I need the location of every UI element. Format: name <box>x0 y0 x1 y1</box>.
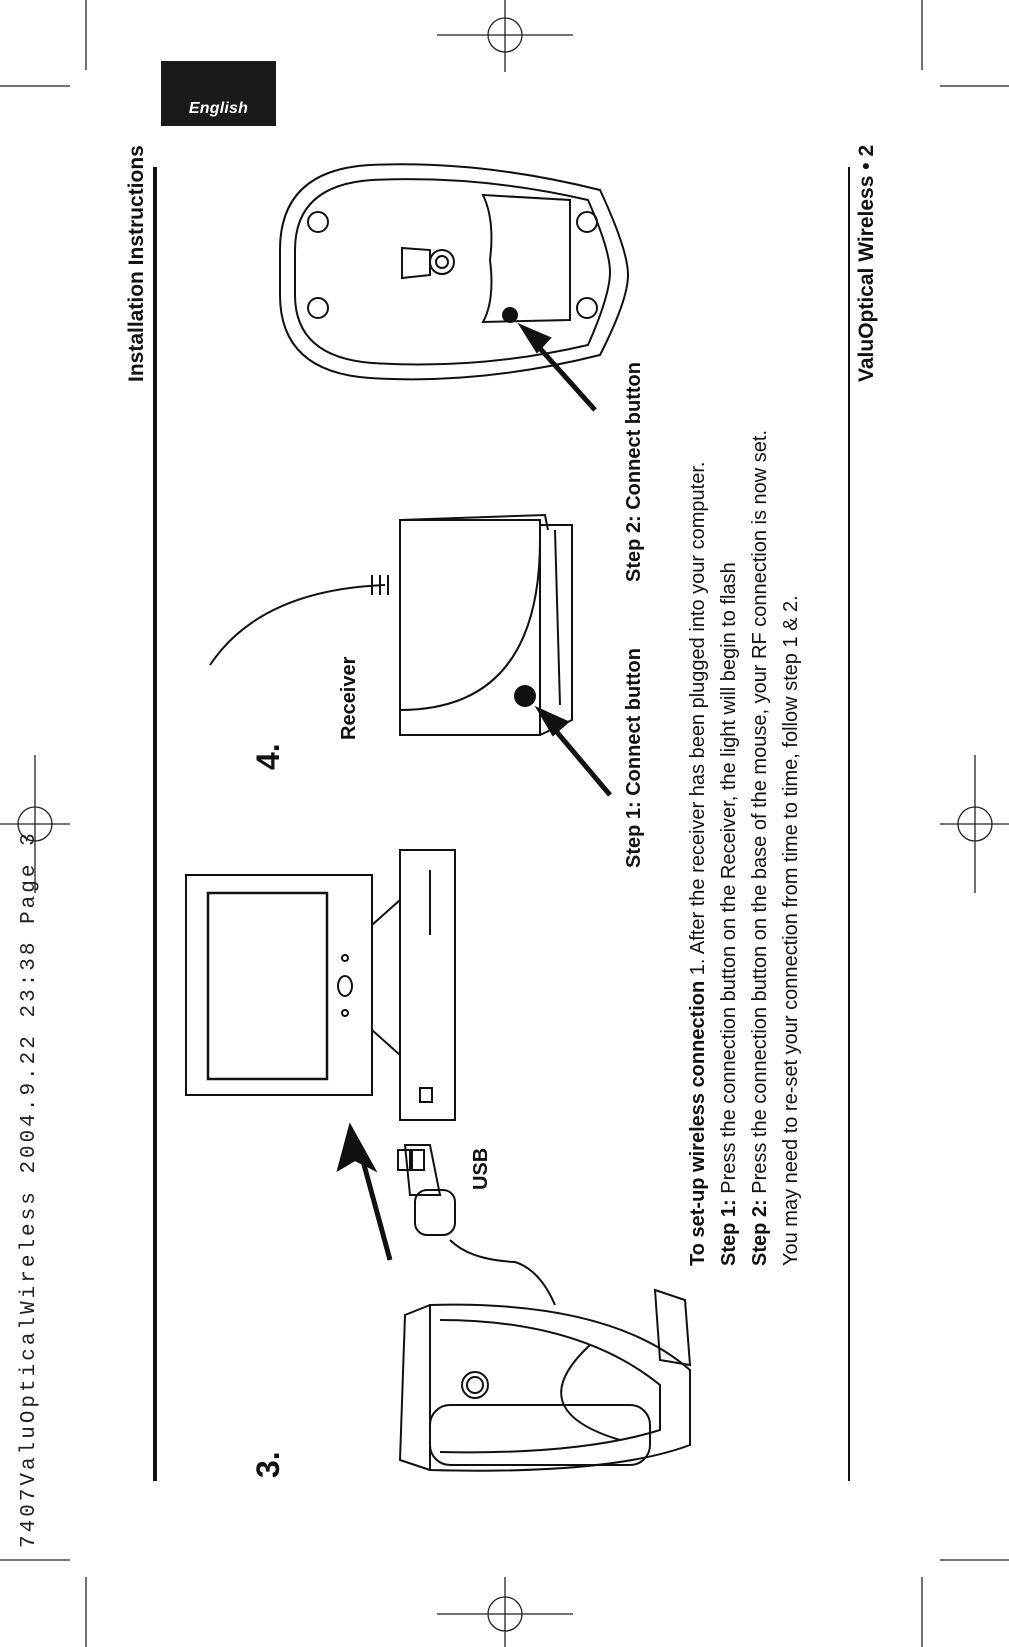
instructions-line-1-text: 1. After the receiver has been plugged i… <box>687 461 709 981</box>
footer-product: ValuOptical Wireless <box>855 175 878 382</box>
instructions-paragraph: To set-up wireless connection 1. After t… <box>683 430 807 1266</box>
print-slug: 7407ValuOpticalWireless 2004.9.22 23:38 … <box>18 830 41 1548</box>
page-footer: ValuOptical Wireless • 2 <box>855 145 879 382</box>
header-rule <box>153 167 157 1481</box>
footer-separator: • <box>855 162 878 170</box>
page-header-title: Installation Instructions <box>125 145 148 382</box>
instructions-line-4: You may need to re-set your connection f… <box>780 595 802 1266</box>
mouse-drawing <box>279 163 630 412</box>
step-1-label: Step 1: <box>718 1199 740 1266</box>
language-tab: English <box>161 61 276 126</box>
instructions-line-2: Step 1: Press the connection button on t… <box>714 430 745 1266</box>
receiver-drawing-3 <box>336 1122 692 1472</box>
instructions-line-2-text: Press the connection button on the Recei… <box>718 562 740 1200</box>
instructions-line-3-text: Press the connection button on the base … <box>749 429 771 1200</box>
step-2-callout: Step 2: Connect button <box>623 362 645 582</box>
step-2-label: Step 2: <box>749 1199 771 1266</box>
instructions-line-1: To set-up wireless connection 1. After t… <box>683 430 714 1266</box>
mouse-connect-button-dot <box>502 307 518 323</box>
footer-rule <box>848 167 850 1481</box>
footer-page-number: 2 <box>855 144 878 157</box>
receiver-label: Receiver <box>338 656 360 740</box>
computer-drawing <box>185 849 456 1121</box>
receiver-connect-button-dot <box>514 685 536 707</box>
instructions-line-3: Step 2: Press the connection button on t… <box>745 430 776 1266</box>
language-tab-label: English <box>188 100 249 117</box>
step-1-callout: Step 1: Connect button <box>623 648 645 868</box>
receiver-drawing-4 <box>209 513 612 797</box>
instructions-heading: To set-up wireless connection <box>687 980 709 1266</box>
usb-label: USB <box>470 1147 492 1190</box>
step-3-number: 3. <box>250 1451 286 1478</box>
step-4-number: 4. <box>250 743 286 770</box>
